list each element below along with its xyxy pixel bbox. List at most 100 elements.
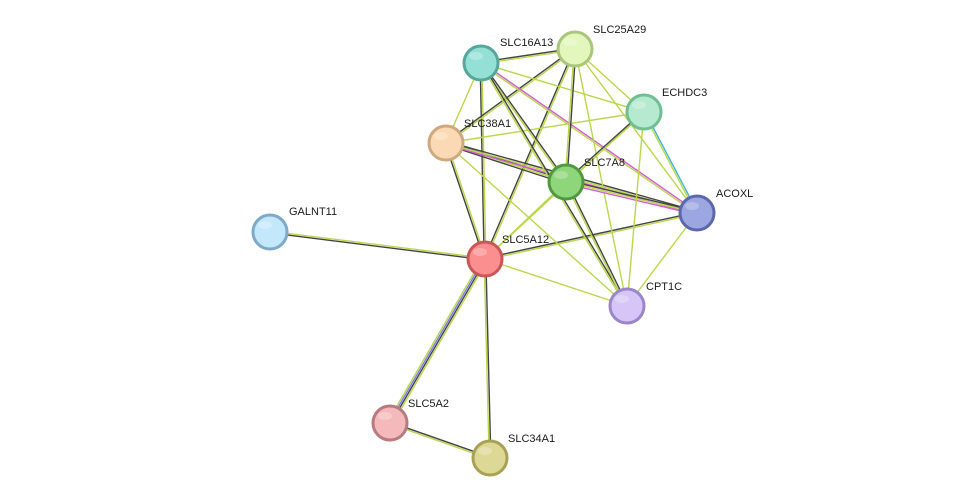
edge-channel <box>387 257 484 423</box>
node-label: SLC38A1 <box>464 118 511 130</box>
node-label: GALNT11 <box>289 206 337 218</box>
edge-slc16a13-echdc3 <box>480 62 645 113</box>
node-circle[interactable] <box>371 404 409 442</box>
edge-slc25a29-slc7a8 <box>564 48 577 183</box>
node-label: ECHDC3 <box>662 87 707 99</box>
node-circle[interactable] <box>471 439 509 477</box>
node-cpt1c[interactable]: CPT1C <box>608 281 682 325</box>
edge-channel <box>565 181 698 214</box>
edge-channel <box>565 182 697 216</box>
edge-slc5a12-slc38a1 <box>444 142 487 260</box>
node-circle[interactable] <box>427 124 465 162</box>
edge-channel <box>626 111 645 307</box>
edge-channel <box>626 212 698 307</box>
node-galnt11[interactable]: GALNT11 <box>251 206 337 251</box>
node-highlight <box>554 171 568 179</box>
node-label: ACOXL <box>716 188 753 200</box>
edge-channel <box>484 258 628 307</box>
node-highlight <box>469 52 483 60</box>
edge-slc5a12-slc16a13 <box>479 62 487 260</box>
edge-slc25a29-cpt1c <box>574 48 628 307</box>
edge-slc38a1-echdc3 <box>445 111 645 144</box>
edge-channel <box>445 143 566 185</box>
node-circle[interactable] <box>625 93 663 131</box>
edge-slc5a12-slc5a2 <box>387 257 488 425</box>
node-slc25a29[interactable]: SLC25A29 <box>556 24 646 68</box>
edge-channel <box>480 63 697 215</box>
node-highlight <box>632 101 646 109</box>
edge-channel <box>574 48 698 214</box>
edge-acoxl-cpt1c <box>626 212 698 307</box>
edge-channel <box>479 63 485 260</box>
edge-channel <box>644 111 699 213</box>
edge-slc38a1-slc25a29 <box>445 47 576 145</box>
node-circle[interactable] <box>251 213 289 251</box>
node-echdc3[interactable]: ECHDC3 <box>625 87 707 131</box>
edge-slc5a12-galnt11 <box>269 230 486 261</box>
edge-channel <box>481 62 487 259</box>
node-circle[interactable] <box>678 194 716 232</box>
edge-channel <box>269 232 485 261</box>
edge-channel <box>445 47 575 143</box>
edge-channel <box>483 259 490 459</box>
node-highlight <box>563 38 577 46</box>
edge-channel <box>566 181 629 306</box>
node-acoxl[interactable]: ACOXL <box>678 188 753 232</box>
edge-channel <box>564 182 627 307</box>
node-highlight <box>258 221 272 229</box>
node-highlight <box>473 248 487 256</box>
node-layer: SLC25A29SLC16A13ECHDC3SLC38A1SLC7A8ACOXL… <box>251 24 753 477</box>
edge-slc25a29-acoxl <box>574 48 698 214</box>
edge-channel <box>566 49 577 183</box>
node-label: SLC7A8 <box>584 157 625 169</box>
node-slc34a1[interactable]: SLC34A1 <box>471 433 555 477</box>
node-label: SLC5A12 <box>502 234 549 246</box>
edge-channel <box>388 258 485 423</box>
node-label: SLC16A13 <box>500 37 553 49</box>
edge-slc5a12-cpt1c <box>484 258 628 307</box>
edge-channel <box>574 48 628 307</box>
edge-channel <box>391 259 488 425</box>
edge-channel <box>485 213 698 261</box>
edge-channel <box>270 230 486 259</box>
edge-channel <box>445 142 567 183</box>
edge-channel <box>480 62 645 113</box>
edge-channel <box>445 142 628 307</box>
node-highlight <box>615 295 629 303</box>
edge-channel <box>446 142 487 259</box>
node-slc7a8[interactable]: SLC7A8 <box>547 157 625 201</box>
edge-channel <box>446 49 576 145</box>
edge-channel <box>642 112 697 214</box>
edge-channel <box>390 259 487 424</box>
node-circle[interactable] <box>547 163 585 201</box>
edge-channel <box>485 49 577 260</box>
edge-channel <box>485 258 492 458</box>
node-circle[interactable] <box>466 240 504 278</box>
node-highlight <box>478 447 492 455</box>
edge-slc5a12-slc34a1 <box>483 258 492 459</box>
node-highlight <box>434 132 448 140</box>
edge-slc16a13-acoxl <box>480 61 698 215</box>
node-label: SLC34A1 <box>508 433 555 445</box>
node-circle[interactable] <box>462 44 500 82</box>
edge-slc38a1-cpt1c <box>445 142 628 307</box>
edge-echdc3-acoxl <box>642 111 699 214</box>
node-slc38a1[interactable]: SLC38A1 <box>427 118 511 162</box>
node-circle[interactable] <box>608 287 646 325</box>
node-highlight <box>378 412 392 420</box>
edge-channel <box>481 61 698 213</box>
edge-slc7a8-acoxl <box>565 179 698 216</box>
edge-channel <box>481 62 568 182</box>
node-label: CPT1C <box>646 281 682 293</box>
edge-channel <box>445 111 645 144</box>
edge-channel <box>564 48 575 182</box>
node-slc16a13[interactable]: SLC16A13 <box>462 37 553 82</box>
node-circle[interactable] <box>556 30 594 68</box>
node-slc5a2[interactable]: SLC5A2 <box>371 398 449 442</box>
node-label: SLC25A29 <box>593 24 646 36</box>
node-slc5a12[interactable]: SLC5A12 <box>466 234 549 278</box>
edge-channel <box>444 143 485 260</box>
edge-slc7a8-cpt1c <box>564 181 629 307</box>
edge-slc5a12-slc25a29 <box>483 48 577 260</box>
